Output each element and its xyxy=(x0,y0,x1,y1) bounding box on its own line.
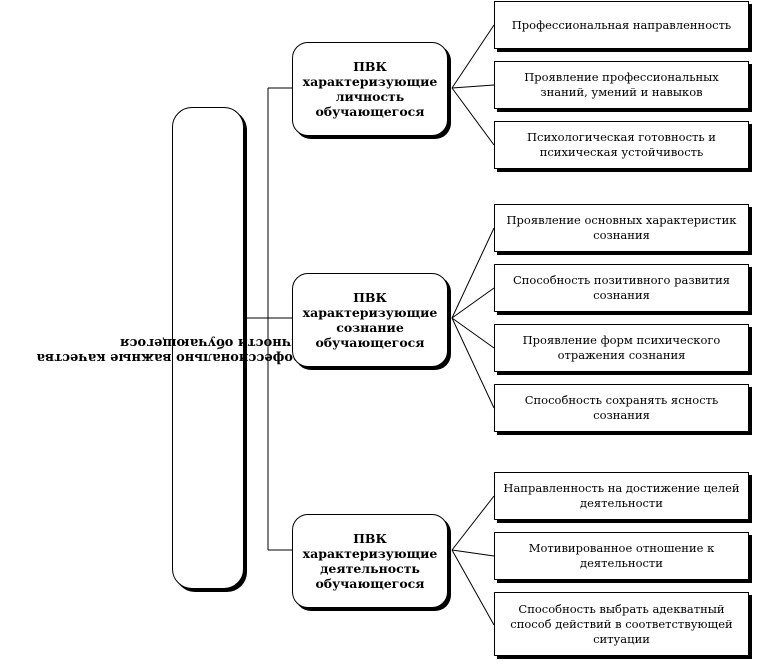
leaf-text: Способность сохранять ясность сознания xyxy=(524,393,719,422)
leaf-text: Способность позитивного развития сознани… xyxy=(512,273,731,302)
group-consciousness: ПВК характеризующие сознание обучающегос… xyxy=(292,273,448,367)
group-activity: ПВК характеризующие деятельность обучающ… xyxy=(292,514,448,608)
leaf-text: Проявление форм психического отражения с… xyxy=(522,333,721,362)
leaf-professional-orientation: Профессиональная направленность xyxy=(494,1,749,49)
group-consciousness-title: ПВК характеризующие сознание обучающегос… xyxy=(302,290,438,350)
leaf-psychic-reflection: Проявление форм психического отражения с… xyxy=(494,324,749,372)
leaf-text: Направленность на достижение целей деяте… xyxy=(503,481,740,510)
leaf-positive-development: Способность позитивного развития сознани… xyxy=(494,264,749,312)
leaf-goal-orientation: Направленность на достижение целей деяте… xyxy=(494,472,749,520)
leaf-motivated-attitude: Мотивированное отношение к деятельности xyxy=(494,532,749,580)
leaf-clarity: Способность сохранять ясность сознания xyxy=(494,384,749,432)
leaf-text: Мотивированное отношение к деятельности xyxy=(528,541,715,570)
leaf-text: Проявление профессиональных знаний, умен… xyxy=(524,70,719,99)
leaf-professional-knowledge: Проявление профессиональных знаний, умен… xyxy=(494,61,749,109)
group-personality-title: ПВК характеризующие личность обучающегос… xyxy=(302,59,438,119)
leaf-consciousness-characteristics: Проявление основных характеристик сознан… xyxy=(494,204,749,252)
group-activity-title: ПВК характеризующие деятельность обучающ… xyxy=(302,531,438,591)
root-column xyxy=(172,107,244,589)
leaf-adequate-method: Способность выбрать адекватный способ де… xyxy=(494,592,749,656)
leaf-text: Проявление основных характеристик сознан… xyxy=(506,213,737,242)
leaf-text: Способность выбрать адекватный способ де… xyxy=(510,601,733,646)
leaf-psychological-readiness: Психологическая готовность и психическая… xyxy=(494,121,749,169)
leaf-text: Профессиональная направленность xyxy=(511,17,732,32)
group-personality: ПВК характеризующие личность обучающегос… xyxy=(292,42,448,136)
leaf-text: Психологическая готовность и психическая… xyxy=(527,130,716,159)
